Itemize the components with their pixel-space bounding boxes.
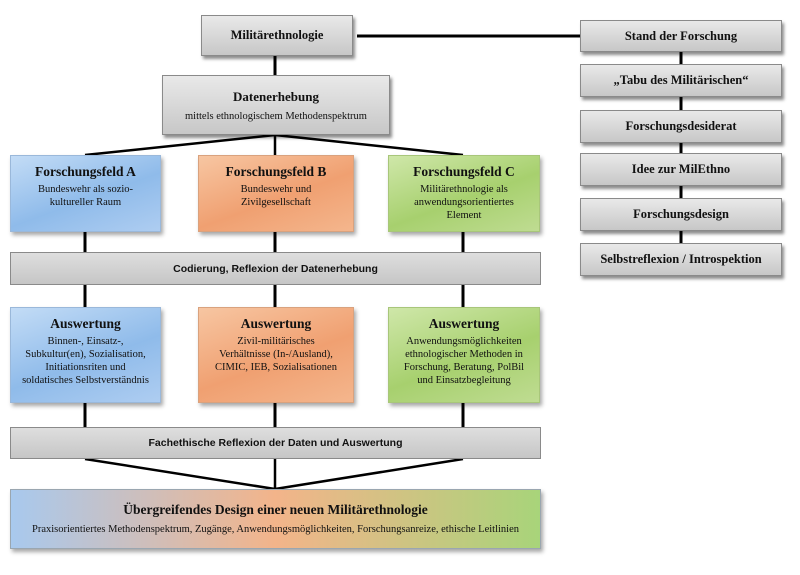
forschungsfeld-b: Forschungsfeld B Bundeswehr und Zivilges…	[198, 155, 354, 232]
datenerhebung-title: Datenerhebung	[233, 88, 319, 104]
forschungsfeld-a-title: Forschungsfeld A	[35, 164, 136, 179]
chain-stand-der-forschung: Stand der Forschung	[580, 20, 782, 52]
box-datenerhebung: Datenerhebung mittels ethnologischem Met…	[162, 75, 390, 135]
forschungsfeld-c-title: Forschungsfeld C	[413, 164, 515, 179]
chain-tabu-des-militaerischen: „Tabu des Militärischen“	[580, 64, 782, 97]
box-uebergreifendes-design: Übergreifendes Design einer neuen Militä…	[10, 489, 541, 549]
auswertung-b: Auswertung Zivil-militärisches Verhältni…	[198, 307, 354, 403]
forschungsfeld-c: Forschungsfeld C Militärethnologie als a…	[388, 155, 540, 232]
band-codierung: Codierung, Reflexion der Datenerhebung	[10, 252, 541, 285]
chain-item-label: Selbstreflexion / Introspektion	[600, 252, 762, 266]
final-title: Übergreifendes Design einer neuen Militä…	[123, 502, 428, 517]
chain-idee-zur-milethno: Idee zur MilEthno	[580, 153, 782, 186]
chain-selbstreflexion: Selbstreflexion / Introspektion	[580, 243, 782, 276]
auswertung-a-title: Auswertung	[50, 316, 121, 331]
auswertung-a: Auswertung Binnen-, Einsatz-, Subkultur(…	[10, 307, 161, 403]
auswertung-a-desc: Binnen-, Einsatz-, Subkultur(en), Sozial…	[22, 336, 149, 386]
band-fachethische-reflexion: Fachethische Reflexion der Daten und Aus…	[10, 427, 541, 459]
chain-item-label: „Tabu des Militärischen“	[613, 73, 749, 87]
chain-item-label: Idee zur MilEthno	[631, 162, 731, 176]
auswertung-b-desc: Zivil-militärisches Verhältnisse (In-/Au…	[215, 336, 337, 373]
chain-item-label: Forschungsdesign	[633, 207, 729, 221]
chain-item-label: Forschungsdesiderat	[625, 119, 737, 133]
auswertung-c: Auswertung Anwendungsmöglichkeiten ethno…	[388, 307, 540, 403]
auswertung-b-title: Auswertung	[240, 316, 312, 331]
box-militaerethnologie: Militärethnologie	[201, 15, 353, 56]
forschungsfeld-c-desc: Militärethnologie als anwendungsorientie…	[414, 184, 514, 221]
band-codierung-label: Codierung, Reflexion der Datenerhebung	[173, 262, 378, 275]
auswertung-c-title: Auswertung	[428, 316, 500, 331]
forschungsfeld-b-title: Forschungsfeld B	[225, 164, 327, 179]
chain-item-label: Stand der Forschung	[624, 28, 738, 43]
band-fachethische-label: Fachethische Reflexion der Daten und Aus…	[148, 437, 403, 449]
chain-forschungsdesiderat: Forschungsdesiderat	[580, 110, 782, 143]
datenerhebung-subtitle: mittels ethnologischem Methodenspektrum	[185, 110, 367, 122]
auswertung-c-desc: Anwendungsmöglichkeiten ethnologischer M…	[403, 336, 525, 386]
forschungsfeld-b-desc: Bundeswehr und Zivilgesellschaft	[240, 184, 312, 208]
chain-forschungsdesign: Forschungsdesign	[580, 198, 782, 231]
forschungsfeld-a: Forschungsfeld A Bundeswehr als sozio- k…	[10, 155, 161, 232]
final-desc: Praxisorientiertes Methodenspektrum, Zug…	[32, 524, 519, 535]
box-militaerethnologie-label: Militärethnologie	[230, 28, 324, 42]
forschungsfeld-a-desc: Bundeswehr als sozio- kultureller Raum	[37, 184, 134, 208]
